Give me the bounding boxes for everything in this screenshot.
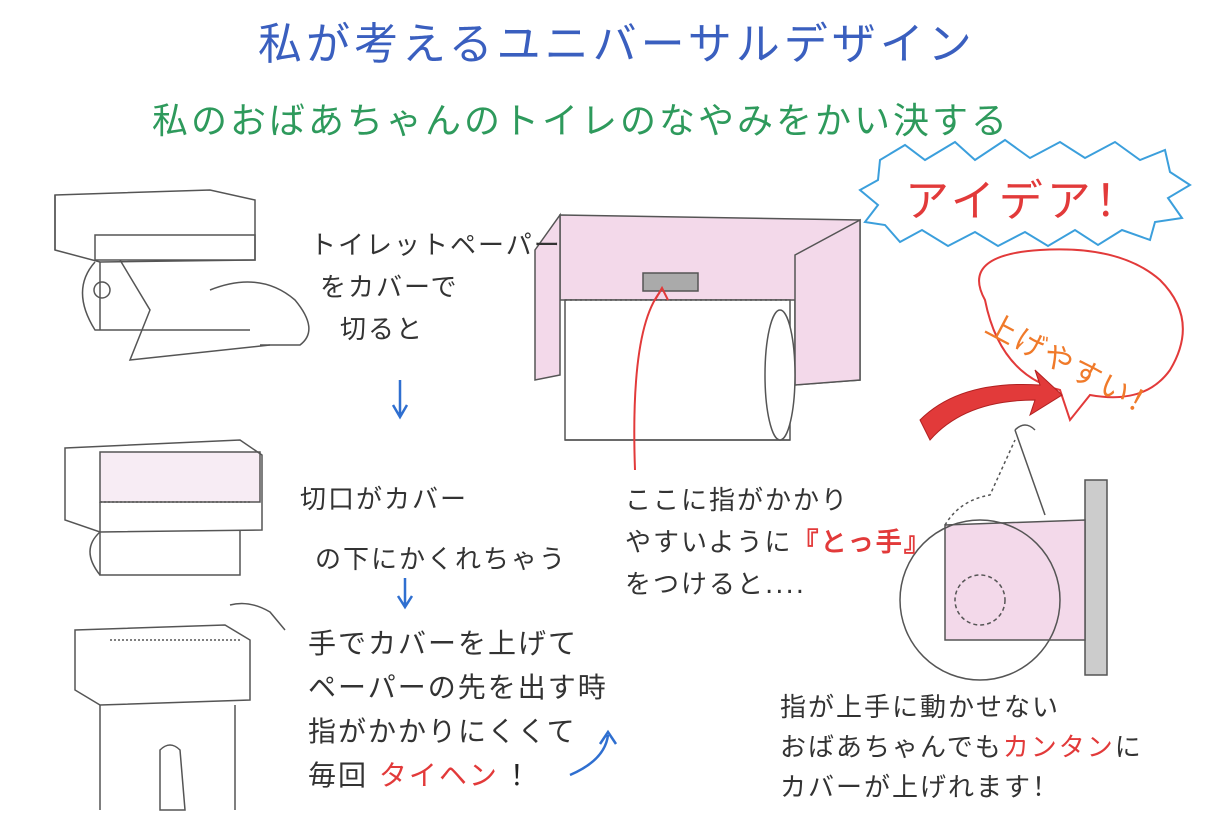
step2-line-1: 切口がカバー <box>300 485 469 515</box>
center-note-line-3: をつけると.... <box>625 570 807 600</box>
holder-drawing-1 <box>54 189 310 361</box>
holder-drawing-3 <box>74 602 286 811</box>
center-note: ここに指がかかり やすいように『とっ手』 をつけると.... <box>625 480 932 606</box>
bottom-note: 指が上手に動かせない おばあちゃんでもカンタンに カバーが上げれます！ <box>780 688 1143 808</box>
holder-drawing-2 <box>64 439 263 576</box>
bottom-note-highlight: カンタン <box>1002 733 1115 763</box>
center-note-prefix: やすいように <box>625 528 793 558</box>
bottom-note-line-3: カバーが上げれます！ <box>780 773 1061 803</box>
idea-burst-shape <box>858 138 1192 248</box>
holder-with-handle-drawing <box>534 212 861 441</box>
idea-label: アイデア！ <box>905 176 1143 227</box>
step3-line-2: ペーパーの先を出す時 <box>308 671 608 704</box>
page-title: 私が考えるユニバーサルデザイン <box>258 19 976 70</box>
lifted-cover-drawing <box>899 424 1108 681</box>
step1-text: トイレットペーパー をカバーで 切ると <box>310 225 562 351</box>
bottom-note-line-1: 指が上手に動かせない <box>780 693 1061 723</box>
center-note-highlight: 『とっ手』 <box>792 528 932 558</box>
step3-highlight: タイヘン <box>378 759 499 792</box>
bottom-note-line-2: おばあちゃんでもカンタンに <box>780 728 1143 768</box>
bottom-note-suffix: に <box>1114 733 1143 763</box>
center-note-line-1: ここに指がかかり <box>625 486 850 516</box>
step2-text: 切口がカバー の下にかくれちゃう <box>300 470 567 590</box>
page-subtitle: 私のおばあちゃんのトイレのなやみをかい決する <box>152 101 1011 142</box>
handle-pointer-line <box>633 285 669 471</box>
bottom-note-prefix: おばあちゃんでも <box>780 733 1003 763</box>
lift-arrow-icon <box>919 369 1063 441</box>
step1-line-1: トイレットペーパー <box>310 231 562 261</box>
step3-line-3: 指がかかりにくくて <box>308 715 577 748</box>
step3-prefix: 毎回 <box>308 759 369 792</box>
step3-line-1: 手でカバーを上げて <box>308 627 579 660</box>
step1-line-2: をカバーで <box>320 273 459 303</box>
step1-line-3: 切ると <box>340 315 425 345</box>
step3-suffix: ！ <box>509 759 540 792</box>
flow-arrows <box>391 380 618 777</box>
step3-line-4: 毎回 タイヘン ！ <box>308 754 608 798</box>
step3-text: 手でカバーを上げて ペーパーの先を出す時 指がかかりにくくて 毎回 タイヘン ！ <box>308 622 608 798</box>
step2-line-2: の下にかくれちゃう <box>315 545 568 575</box>
center-note-line-2: やすいように『とっ手』 <box>625 522 932 564</box>
